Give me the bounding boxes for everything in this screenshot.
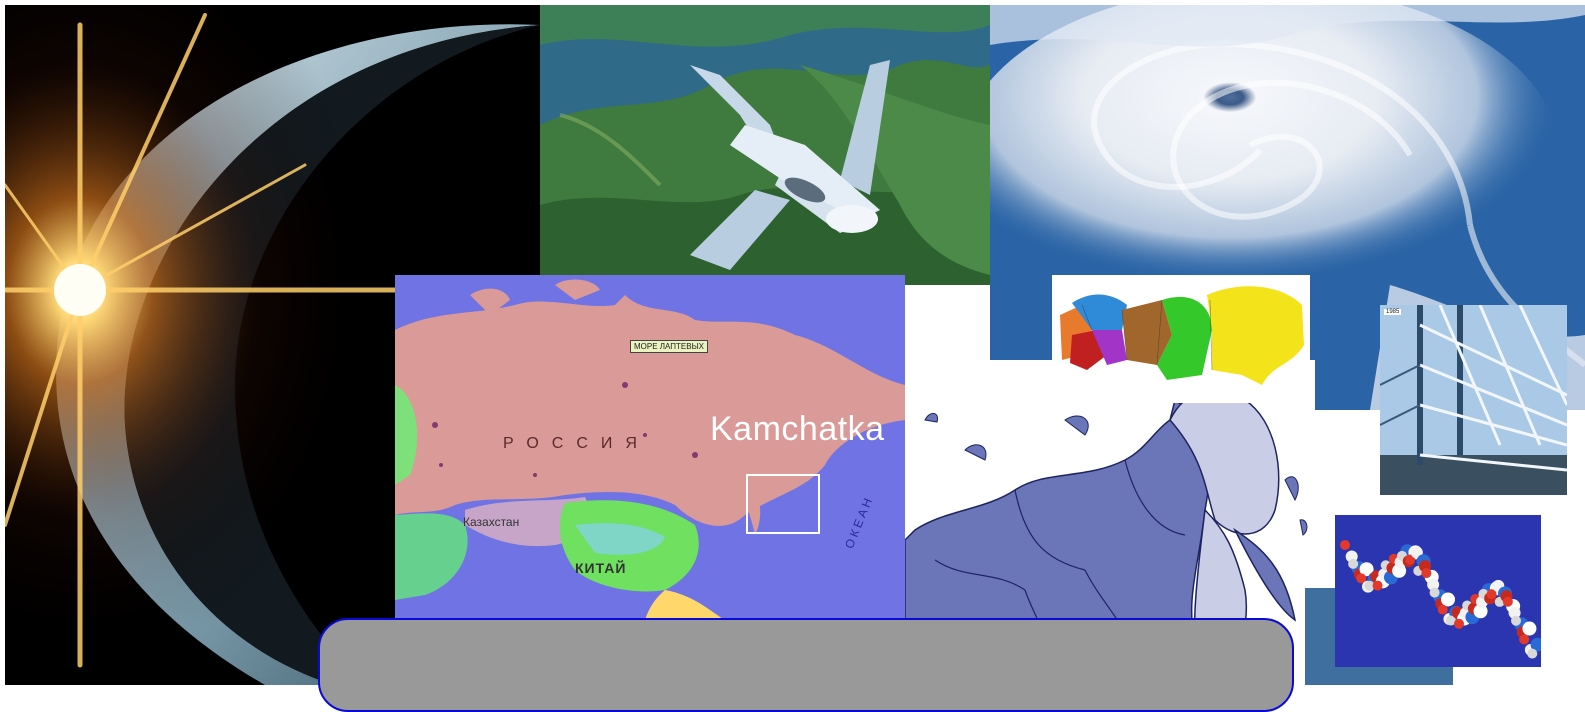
dna-atom (1445, 615, 1456, 626)
dna-atom (1502, 596, 1513, 607)
dna-atom (1511, 615, 1521, 626)
dna-atom (1427, 578, 1440, 591)
dna-atom (1519, 634, 1530, 645)
russia-districts-map (1052, 275, 1310, 403)
dna-atom (1429, 587, 1440, 598)
dna-atom (1372, 580, 1383, 591)
fighter-jet-photo (540, 5, 990, 285)
dna-atom (1359, 562, 1374, 577)
dna-atom (1437, 604, 1448, 615)
dna-atom (1441, 592, 1455, 607)
dna-atom (1405, 554, 1416, 565)
dna-atom (1421, 568, 1432, 579)
caption-box (318, 618, 1294, 712)
dna-atom (1454, 618, 1464, 629)
dna-atom (1356, 573, 1367, 584)
steel-truss-bridge-photo: 1985 (1380, 305, 1567, 495)
dna-atom (1508, 606, 1521, 619)
map-label-sea: МОРЕ ЛАПТЕВЫХ (630, 340, 709, 353)
dna-atom (1522, 621, 1537, 636)
map-label-kazakhstan: Казахстан (463, 515, 520, 529)
bridge-year-tag: 1985 (1384, 309, 1402, 315)
map-label-kamchatka: Kamchatka (710, 410, 885, 448)
dna-atom (1348, 558, 1359, 569)
map-label-russia: РОССИЯ (503, 435, 650, 452)
political-map-asia: МОРЕ ЛАПТЕВЫХ РОССИЯ Kamchatka Казахстан… (395, 275, 905, 620)
dna-atom (1530, 637, 1541, 652)
dna-molecule-model (1335, 515, 1541, 667)
dna-atom (1364, 580, 1375, 591)
dna-atom (1473, 604, 1488, 619)
dna-atom (1527, 648, 1538, 659)
dna-atom (1340, 540, 1350, 550)
dna-atom (1486, 589, 1497, 600)
map-label-china: КИТАЙ (575, 560, 627, 576)
